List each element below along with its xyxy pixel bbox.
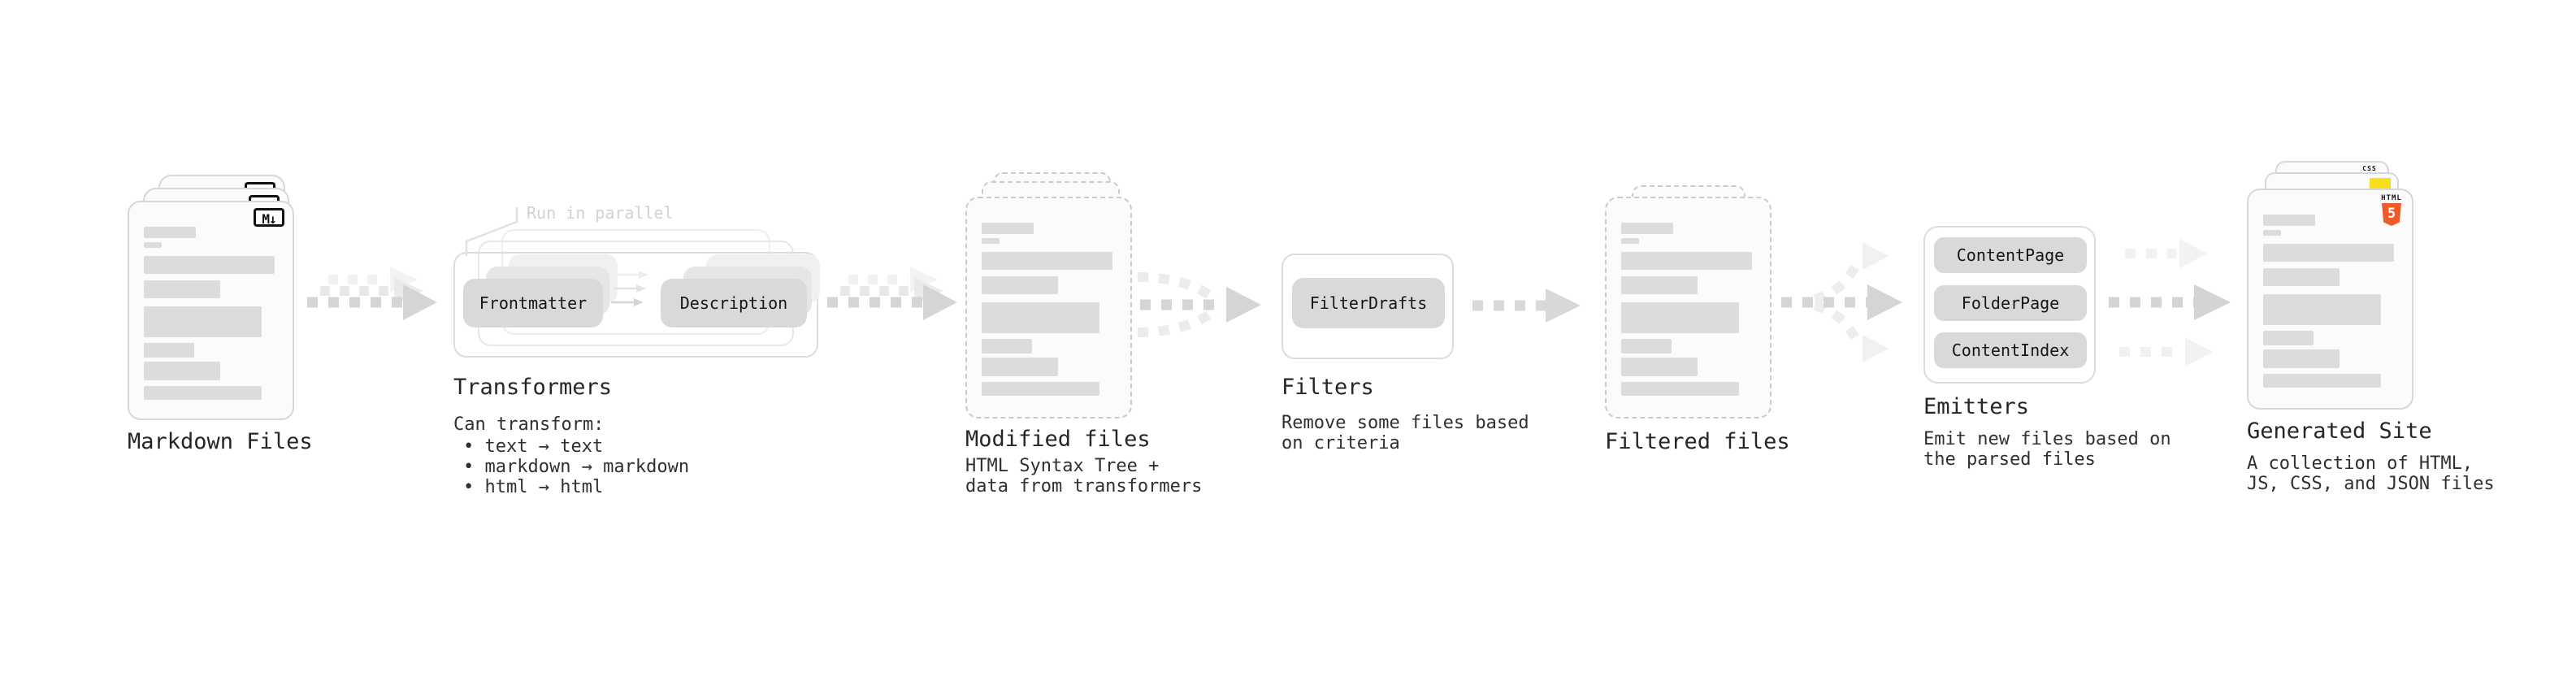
document-text-placeholder (1607, 198, 1770, 417)
stage-label-modified-files: Modified files (965, 427, 1151, 452)
arrow-transformers-to-modified (827, 267, 957, 320)
transformer-frontmatter-box: Frontmatter (463, 279, 603, 327)
emitter-contentindex-box: ContentIndex (1934, 332, 2087, 368)
markdown-icon: M↓ (254, 208, 284, 227)
arrow-merge-to-filters (1137, 272, 1261, 337)
transformers-bullet-1: • text → text (463, 436, 604, 457)
filtered-file-card-front (1605, 197, 1772, 419)
emitter-folderpage-label: FolderPage (1961, 293, 2060, 313)
run-in-parallel-note: Run in parallel (527, 203, 674, 223)
filter-filterdrafts-label: FilterDrafts (1309, 293, 1428, 313)
modified-desc-line1: HTML Syntax Tree + (965, 456, 1160, 476)
generated-html-file-card: HTML 5 (2247, 189, 2413, 410)
filter-filterdrafts-box: FilterDrafts (1292, 278, 1445, 328)
generated-desc-line2: JS, CSS, and JSON files (2247, 474, 2495, 494)
run-in-parallel-connector (465, 207, 518, 256)
emitter-contentpage-label: ContentPage (1956, 245, 2065, 265)
arrow-fanout-to-emitters (1781, 242, 1902, 362)
emitter-folderpage-box: FolderPage (1934, 285, 2087, 321)
transformers-desc-title: Can transform: (453, 414, 605, 435)
markdown-file-card-front: M↓ (128, 201, 294, 420)
arrow-markdown-to-transformers (307, 267, 437, 320)
parallel-flow-arrows (611, 271, 648, 306)
emitters-group-box (1923, 226, 2096, 384)
emitters-desc-line1: Emit new files based on (1923, 429, 2171, 449)
stage-label-generated-site: Generated Site (2247, 419, 2432, 444)
stage-label-filtered-files: Filtered files (1605, 429, 1790, 454)
stage-label-filters: Filters (1281, 375, 1374, 400)
stage-label-transformers: Transformers (453, 375, 613, 400)
transformer-description-label: Description (679, 293, 788, 313)
html5-icon-shield: 5 (2382, 203, 2401, 226)
document-text-placeholder (967, 198, 1130, 417)
document-text-placeholder (129, 202, 293, 419)
modified-desc-line2: data from transformers (965, 476, 1203, 497)
emitter-contentindex-label: ContentIndex (1951, 340, 2070, 360)
filters-group-box (1281, 254, 1454, 359)
transformer-group-box-front (453, 252, 818, 358)
html5-icon: HTML 5 (2380, 194, 2403, 226)
stage-label-markdown-files: Markdown Files (128, 429, 313, 454)
transformer-frontmatter-label: Frontmatter (479, 293, 588, 313)
emitters-desc-line2: the parsed files (1923, 449, 2096, 470)
css-icon-text: CSS (2362, 165, 2377, 172)
emitter-contentpage-box: ContentPage (1934, 237, 2087, 273)
html5-icon-text: HTML (2381, 194, 2402, 202)
generated-desc-line1: A collection of HTML, (2247, 453, 2474, 474)
modified-file-card-front (965, 197, 1132, 419)
transformer-description-box: Description (661, 279, 807, 327)
javascript-icon (2370, 178, 2391, 189)
filters-desc-line1: Remove some files based (1281, 413, 1529, 433)
arrow-filters-to-filtered (1472, 288, 1581, 323)
document-text-placeholder (2249, 190, 2412, 408)
arrow-emitters-to-generated (2109, 239, 2231, 367)
transformers-bullet-3: • html → html (463, 477, 604, 497)
filters-desc-line2: on criteria (1281, 433, 1400, 453)
transformers-bullet-2: • markdown → markdown (463, 457, 690, 477)
stage-label-emitters: Emitters (1923, 394, 2030, 419)
